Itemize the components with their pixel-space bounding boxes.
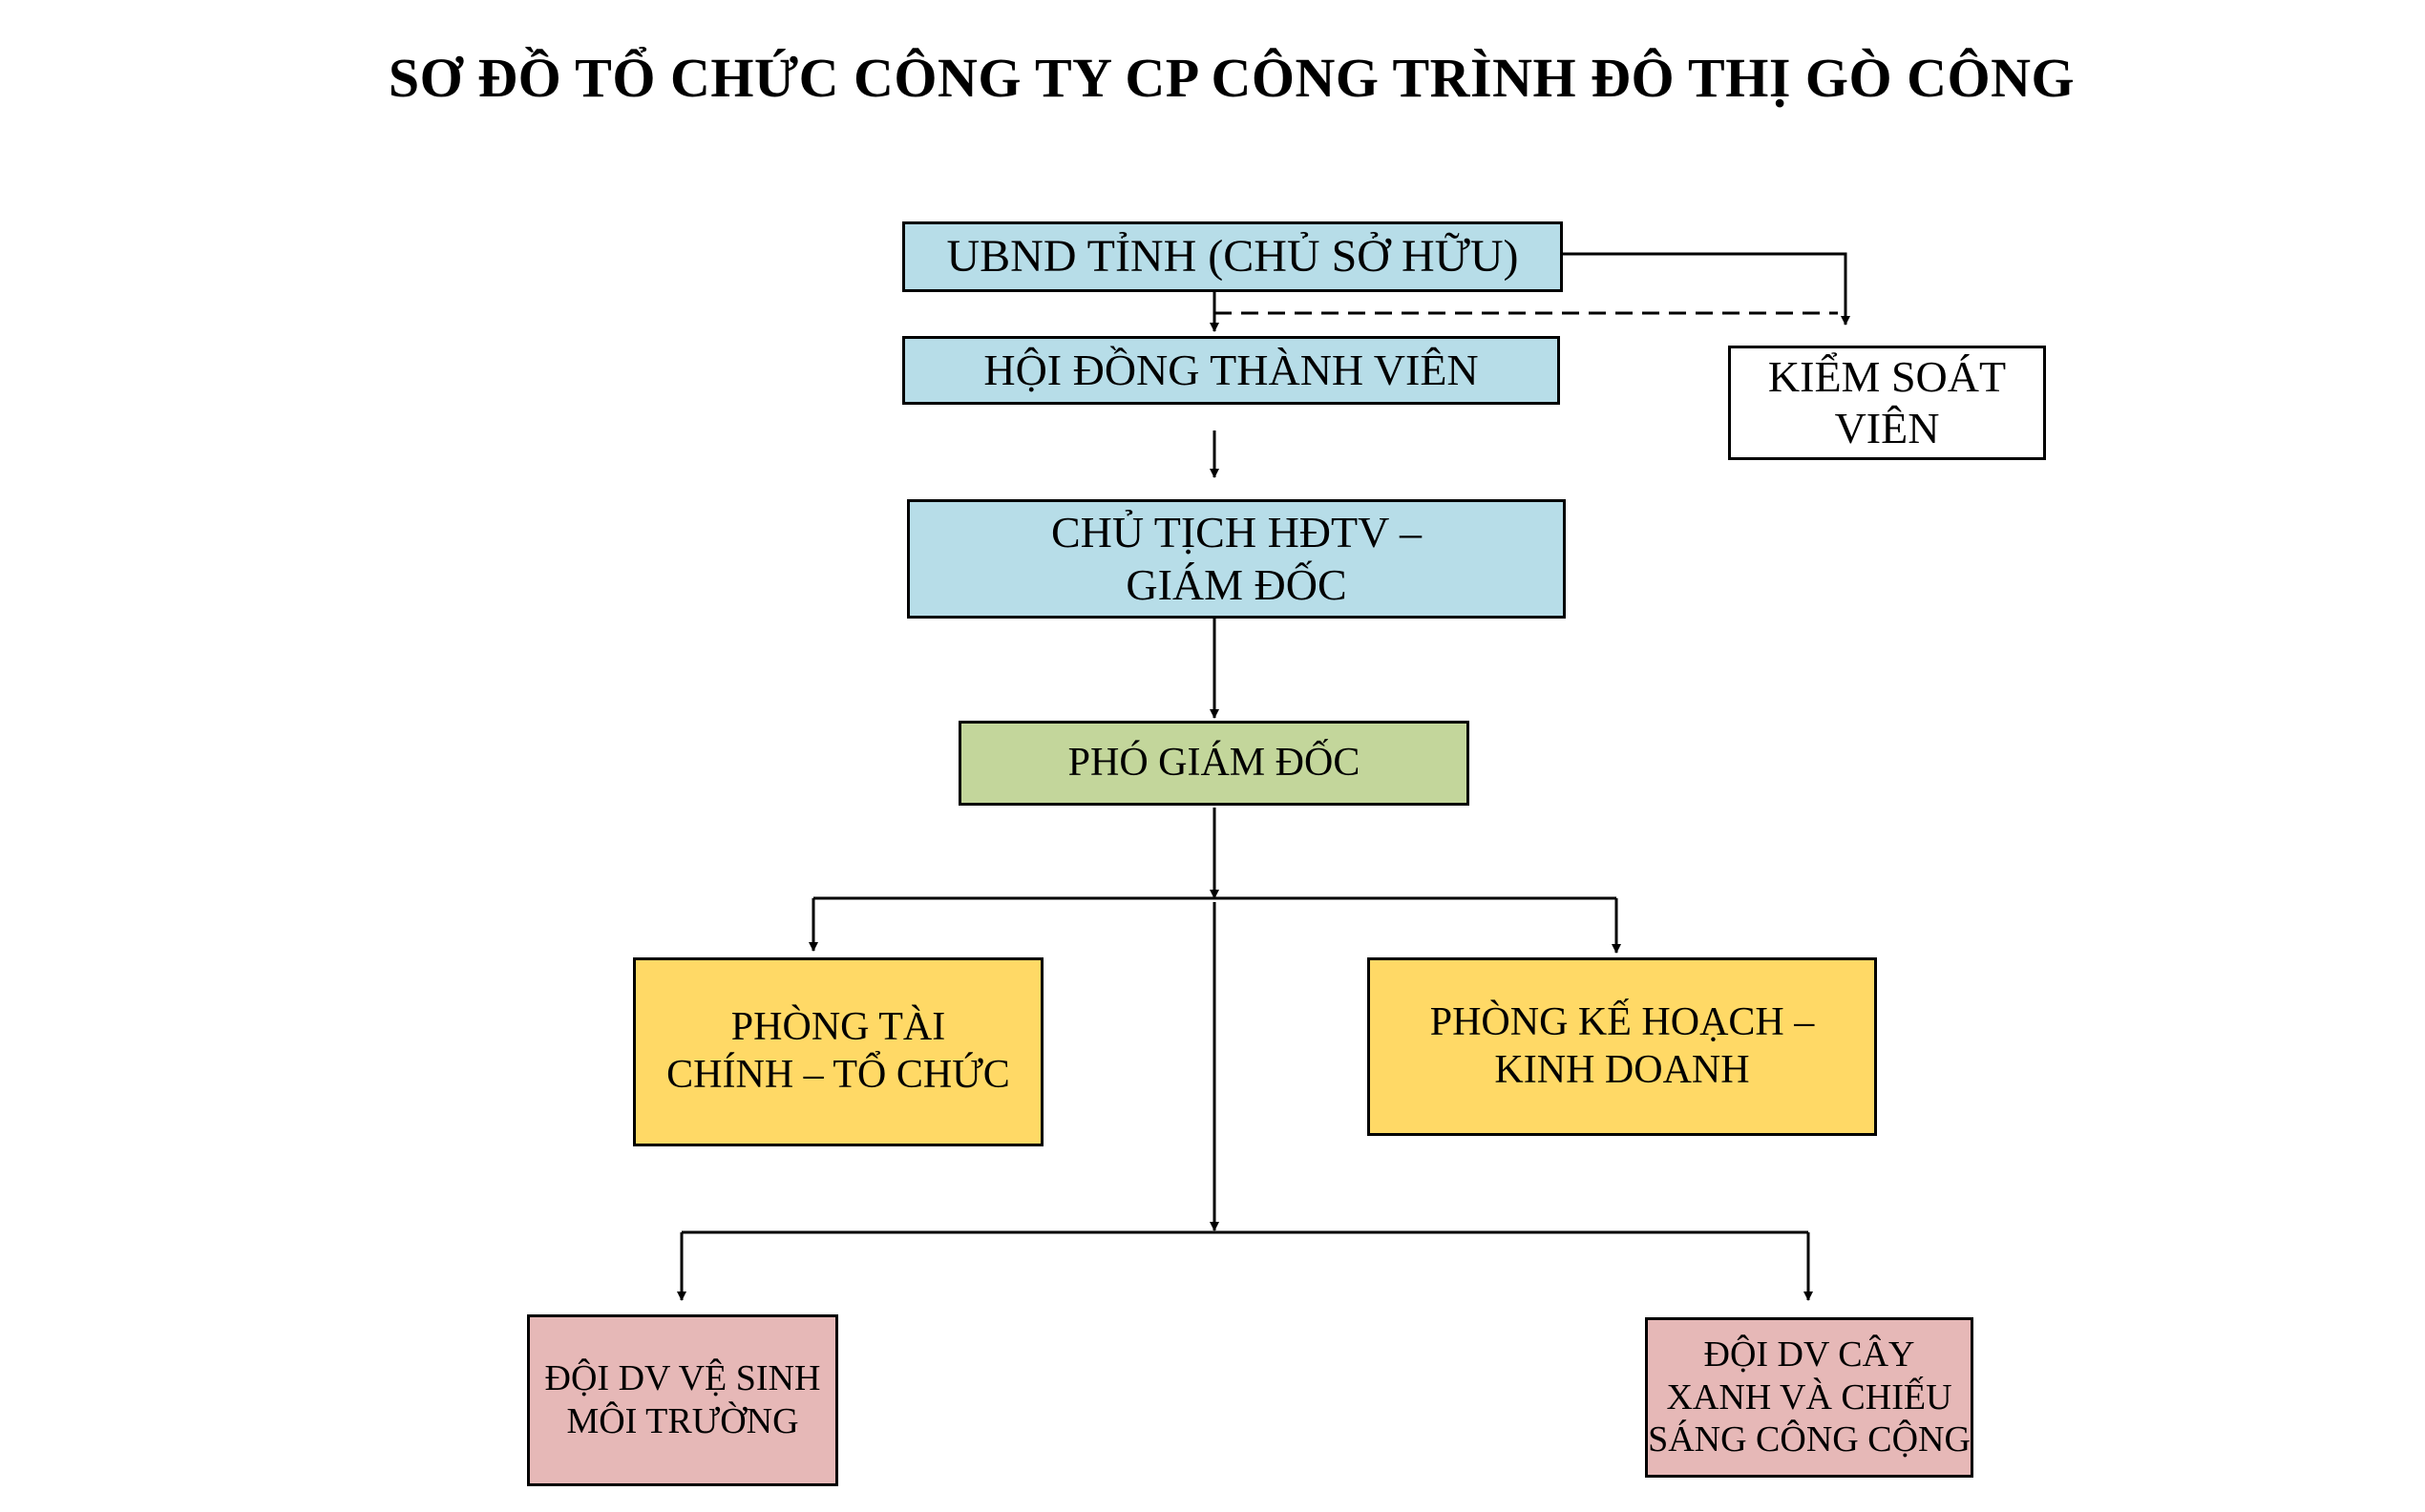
connector-ubnd-kiem-soat	[1563, 252, 1850, 326]
node-label: CHỦ TỊCH HĐTV –	[1050, 508, 1423, 557]
node-chu-tich-giam-doc: CHỦ TỊCH HĐTV – GIÁM ĐỐC	[907, 499, 1566, 619]
node-ubnd-tinh: UBND TỈNH (CHỦ SỞ HỮU)	[902, 221, 1563, 292]
node-label: ĐỘI DV VỆ SINH	[544, 1358, 821, 1399]
node-hoi-dong-thanh-vien: HỘI ĐỒNG THÀNH VIÊN	[902, 336, 1560, 405]
node-label: MÔI TRƯỜNG	[566, 1401, 799, 1441]
node-label: PHÓ GIÁM ĐỐC	[1067, 740, 1360, 785]
node-label: SÁNG CÔNG CỘNG	[1648, 1419, 1971, 1460]
node-phong-tai-chinh-to-chuc: PHÒNG TÀI CHÍNH – TỔ CHỨC	[633, 957, 1044, 1146]
node-label: KIỂM SOÁT	[1767, 351, 2007, 401]
node-label: HỘI ĐỒNG THÀNH VIÊN	[983, 345, 1479, 394]
node-label: GIÁM ĐỐC	[1126, 559, 1347, 609]
node-phong-ke-hoach-kinh-doanh: PHÒNG KẾ HOẠCH – KINH DOANH	[1367, 957, 1877, 1136]
node-kiem-soat-vien: KIỂM SOÁT VIÊN	[1728, 346, 2046, 460]
node-label: VIÊN	[1834, 404, 1940, 452]
page-title: SƠ ĐỒ TỔ CHỨC CÔNG TY CP CÔNG TRÌNH ĐÔ T…	[388, 47, 2076, 109]
node-label: ĐỘI DV CÂY	[1703, 1334, 1915, 1375]
node-label: UBND TỈNH (CHỦ SỞ HỮU)	[946, 230, 1519, 282]
node-label: KINH DOANH	[1494, 1047, 1750, 1092]
node-doi-cay-xanh-chieu-sang: ĐỘI DV CÂY XANH VÀ CHIẾU SÁNG CÔNG CỘNG	[1645, 1317, 1973, 1478]
node-label: XANH VÀ CHIẾU	[1666, 1376, 1952, 1418]
node-label: PHÒNG TÀI	[730, 1005, 946, 1050]
node-doi-ve-sinh-moi-truong: ĐỘI DV VỆ SINH MÔI TRƯỜNG	[527, 1314, 838, 1486]
node-label: PHÒNG KẾ HOẠCH –	[1429, 999, 1815, 1044]
node-label: CHÍNH – TỔ CHỨC	[666, 1053, 1010, 1097]
node-pho-giam-doc: PHÓ GIÁM ĐỐC	[959, 721, 1469, 806]
